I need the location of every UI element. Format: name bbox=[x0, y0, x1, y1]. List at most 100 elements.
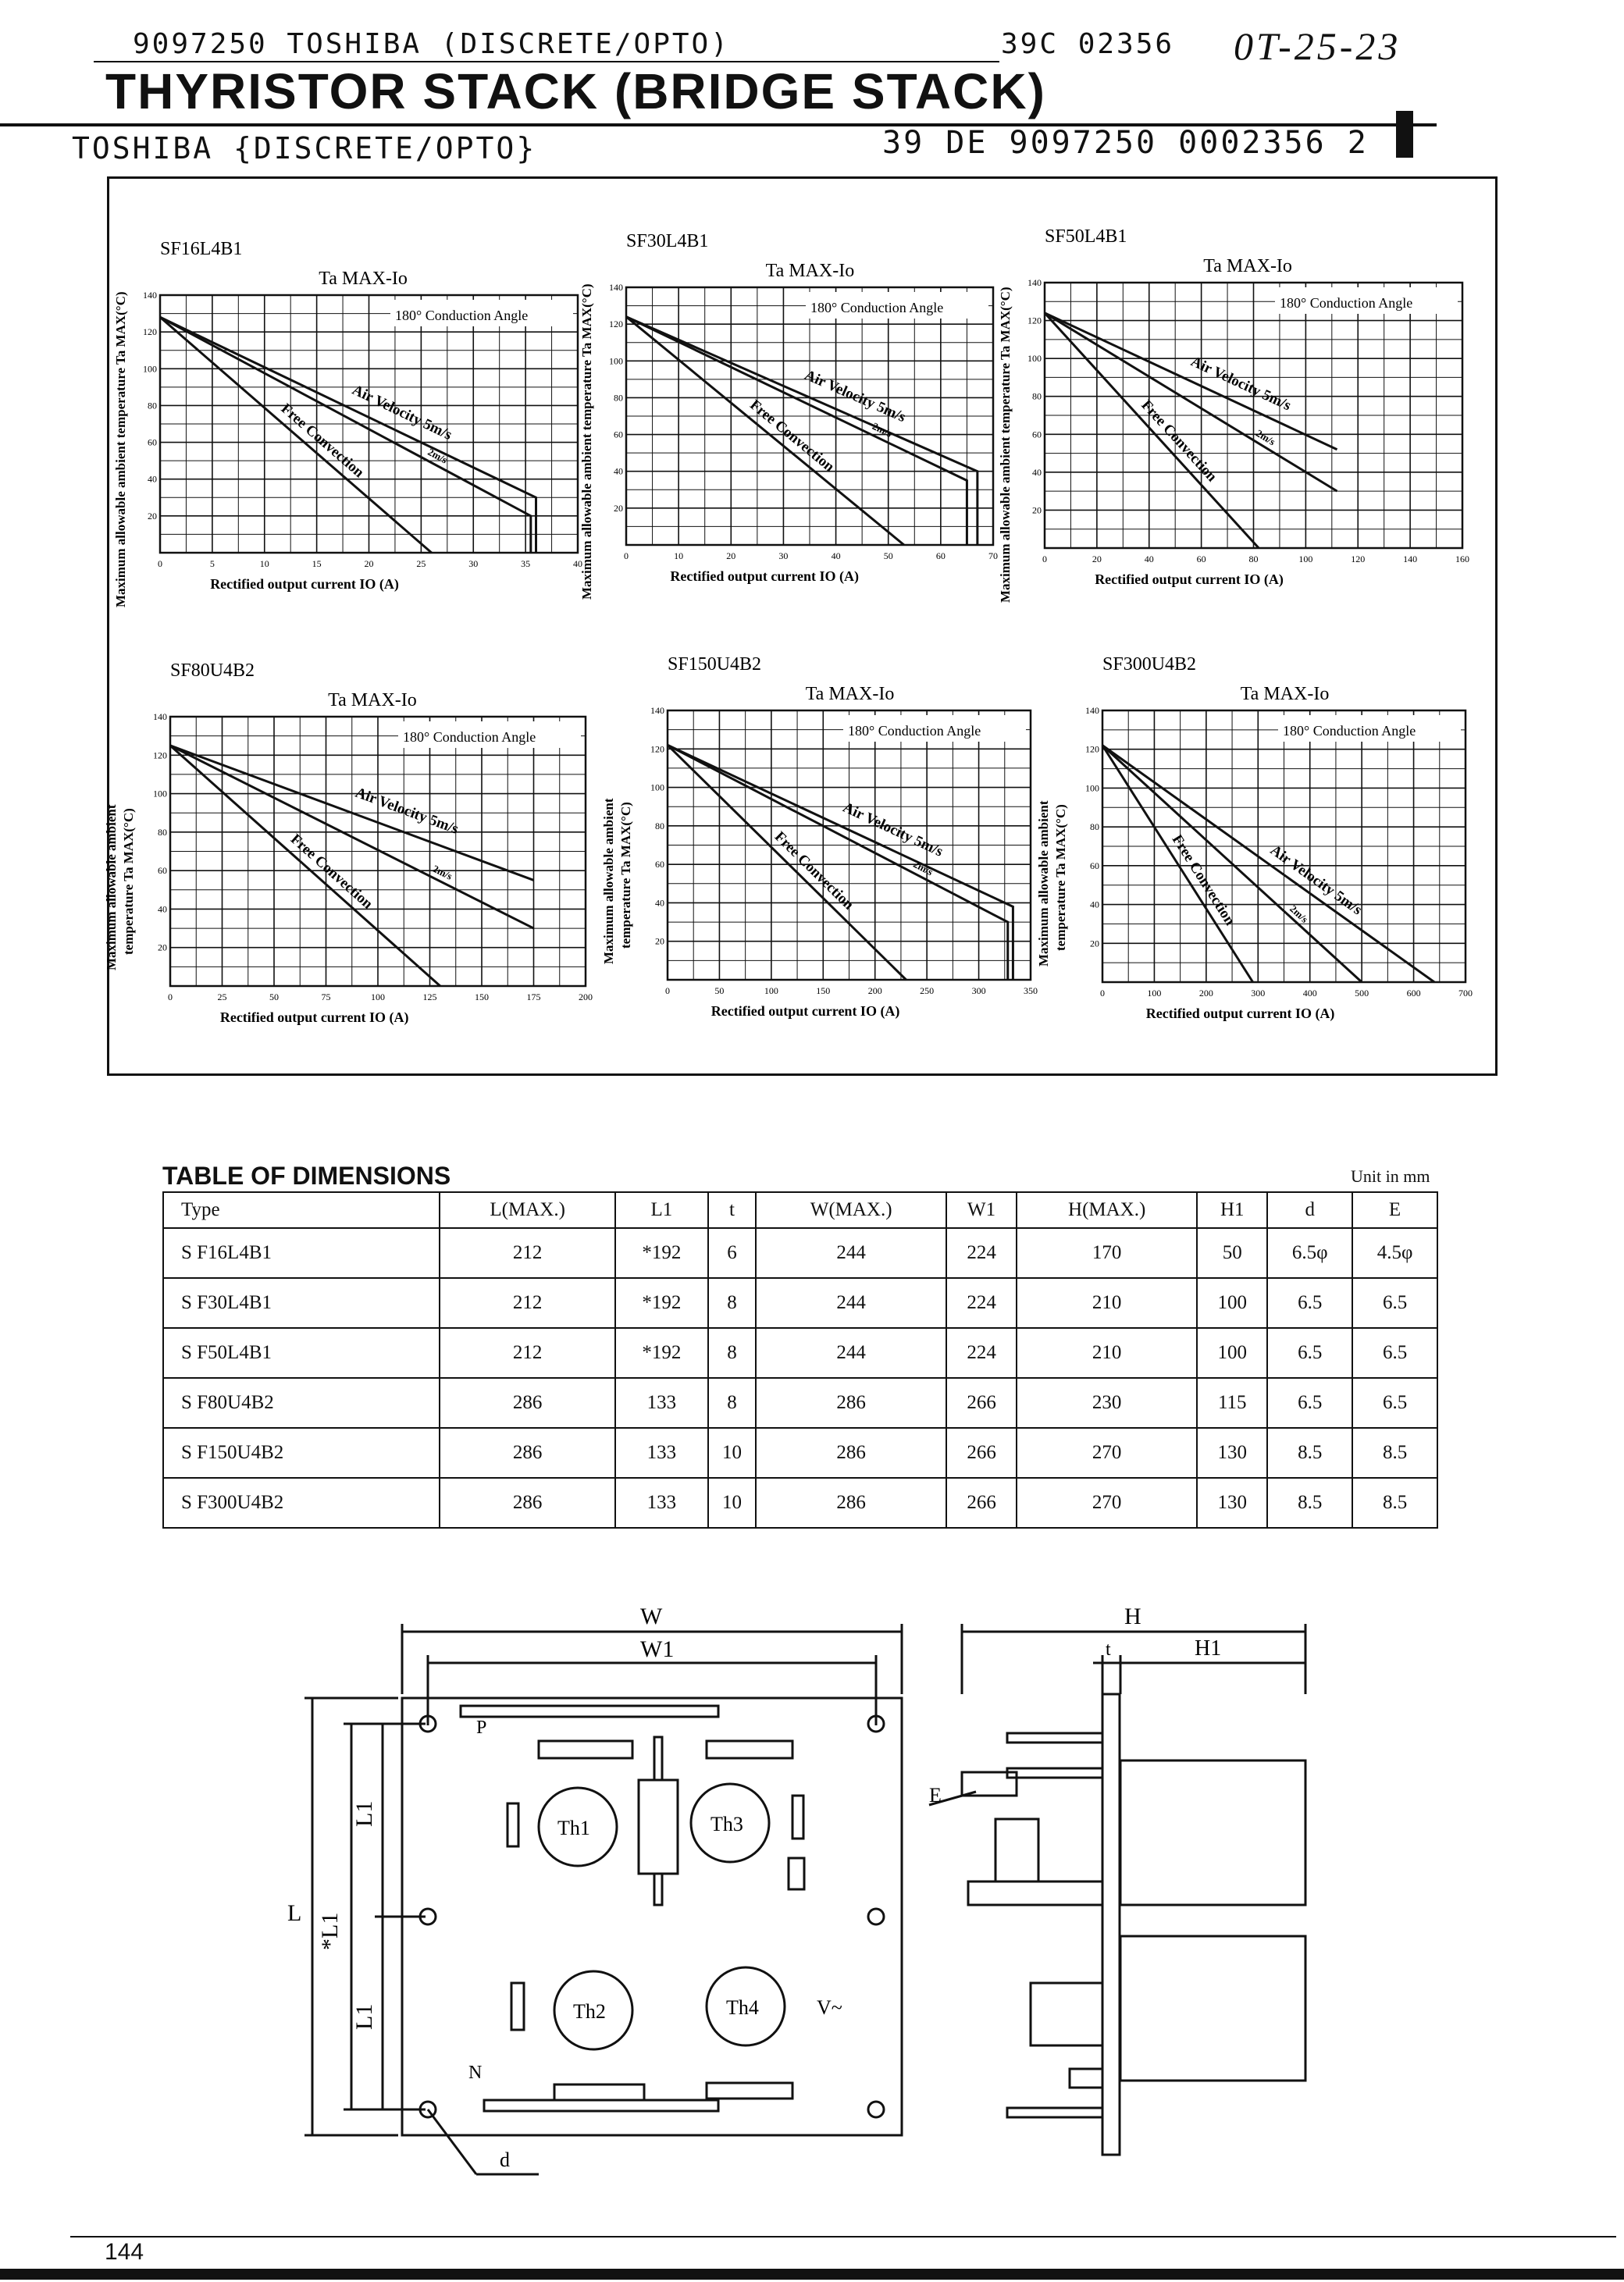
table-cell: 130 bbox=[1196, 1427, 1269, 1479]
y-tick-label: 60 bbox=[158, 865, 167, 876]
dim-W: W bbox=[640, 1604, 663, 1629]
table-cell: 210 bbox=[1016, 1327, 1198, 1379]
y-tick-label: 120 bbox=[1085, 744, 1099, 755]
series-line bbox=[159, 315, 532, 553]
label-E: E bbox=[929, 1784, 942, 1807]
y-tick-label: 120 bbox=[143, 326, 157, 337]
table-header-cell: Type bbox=[162, 1191, 441, 1229]
x-tick-label: 120 bbox=[1351, 554, 1365, 564]
header-line1-left: 9097250 TOSHIBA (DISCRETE/OPTO) bbox=[133, 28, 730, 60]
table-cell: 224 bbox=[946, 1277, 1018, 1329]
table-cell: 8.5 bbox=[1352, 1477, 1438, 1529]
table-cell: 286 bbox=[439, 1477, 617, 1529]
dim-H: H bbox=[1124, 1604, 1141, 1629]
chart-model-label: SF50L4B1 bbox=[1045, 226, 1127, 247]
x-axis-label: Rectified output current IO (A) bbox=[1146, 1006, 1335, 1022]
dim-H1: H1 bbox=[1195, 1636, 1221, 1661]
table-cell: 224 bbox=[946, 1227, 1018, 1279]
y-axis-label-2: temperature Ta MAX(°C) bbox=[618, 802, 633, 949]
table-cell: 266 bbox=[946, 1377, 1018, 1429]
y-axis-label-1: Maximum allowable ambient bbox=[1036, 800, 1051, 967]
x-tick-label: 0 bbox=[665, 985, 670, 996]
table-header-cell: d bbox=[1266, 1191, 1354, 1229]
conduction-label: 180° Conduction Angle bbox=[1280, 295, 1412, 311]
table-cell: 170 bbox=[1016, 1227, 1198, 1279]
table-cell: S F50L4B1 bbox=[162, 1327, 441, 1379]
conduction-box bbox=[390, 300, 573, 326]
x-tick-label: 200 bbox=[1199, 988, 1213, 999]
y-tick-label: 60 bbox=[1090, 860, 1099, 871]
y-tick-label: 100 bbox=[650, 782, 664, 793]
x-axis-label: Rectified output current IO (A) bbox=[711, 1003, 900, 1020]
table-cell: 244 bbox=[755, 1277, 948, 1329]
y-tick-label: 20 bbox=[158, 942, 167, 953]
x-tick-label: 80 bbox=[1249, 554, 1259, 564]
x-tick-label: 300 bbox=[1251, 988, 1265, 999]
table-cell: 133 bbox=[614, 1477, 709, 1529]
chart-model-label: SF30L4B1 bbox=[626, 231, 708, 251]
x-tick-label: 125 bbox=[423, 991, 437, 1002]
x-tick-label: 600 bbox=[1407, 988, 1421, 999]
y-tick-label: 100 bbox=[1027, 353, 1042, 364]
table-header-cell: E bbox=[1352, 1191, 1438, 1229]
table-cell: 210 bbox=[1016, 1277, 1198, 1329]
x-tick-label: 140 bbox=[1403, 554, 1417, 564]
chart-title: Ta MAX-Io bbox=[766, 261, 855, 281]
x-tick-label: 100 bbox=[1147, 988, 1161, 999]
table-cell: 266 bbox=[946, 1427, 1018, 1479]
x-tick-label: 400 bbox=[1303, 988, 1317, 999]
dim-W1: W1 bbox=[640, 1636, 674, 1662]
table-cell: 100 bbox=[1196, 1327, 1269, 1379]
y-tick-label: 120 bbox=[1027, 315, 1042, 326]
x-axis-label: Rectified output current IO (A) bbox=[1095, 571, 1284, 588]
curve-label-air-velocity: Air Velocity 5m/s bbox=[1267, 842, 1365, 919]
y-tick-label: 100 bbox=[1085, 782, 1099, 793]
plot-frame bbox=[1043, 281, 1464, 550]
x-tick-label: 0 bbox=[624, 550, 629, 561]
header-line1-code: 39C 02356 bbox=[1001, 28, 1175, 60]
graphs-panel bbox=[107, 176, 1498, 1076]
table-header-cell: H(MAX.) bbox=[1016, 1191, 1198, 1229]
series-line bbox=[625, 315, 968, 545]
y-axis-label: Maximum allowable ambient temperature Ta… bbox=[579, 283, 594, 600]
conduction-label: 180° Conduction Angle bbox=[403, 729, 536, 745]
x-tick-label: 0 bbox=[158, 558, 162, 569]
y-axis-label-1: Maximum allowable ambient bbox=[601, 798, 616, 964]
dim-L: L bbox=[287, 1900, 301, 1926]
conduction-box bbox=[806, 292, 988, 319]
label-V: V~ bbox=[817, 1996, 842, 2019]
y-tick-label: 100 bbox=[609, 355, 623, 366]
x-tick-label: 20 bbox=[365, 558, 374, 569]
x-tick-label: 20 bbox=[726, 550, 735, 561]
series-line bbox=[169, 744, 441, 988]
series-line bbox=[666, 744, 907, 981]
y-tick-label: 120 bbox=[609, 319, 623, 329]
table-cell: 286 bbox=[439, 1377, 617, 1429]
table-cell: 4.5φ bbox=[1352, 1227, 1438, 1279]
table-cell: 6.5 bbox=[1266, 1277, 1354, 1329]
x-tick-label: 0 bbox=[1042, 554, 1047, 564]
table-cell: *192 bbox=[614, 1327, 709, 1379]
table-cell: 8 bbox=[707, 1327, 757, 1379]
y-tick-label: 60 bbox=[655, 859, 664, 870]
table-cell: S F150U4B2 bbox=[162, 1427, 441, 1479]
x-tick-label: 20 bbox=[1092, 554, 1102, 564]
x-tick-label: 40 bbox=[1145, 554, 1154, 564]
x-tick-label: 60 bbox=[936, 550, 946, 561]
x-tick-label: 100 bbox=[1298, 554, 1312, 564]
table-cell: 130 bbox=[1196, 1477, 1269, 1529]
series-line bbox=[1044, 312, 1338, 451]
y-tick-label: 140 bbox=[1085, 705, 1099, 716]
x-tick-label: 60 bbox=[1197, 554, 1206, 564]
page-number: 144 bbox=[105, 2239, 144, 2265]
x-tick-label: 30 bbox=[778, 550, 788, 561]
plot-frame bbox=[1101, 709, 1467, 984]
y-tick-label: 40 bbox=[148, 474, 157, 485]
